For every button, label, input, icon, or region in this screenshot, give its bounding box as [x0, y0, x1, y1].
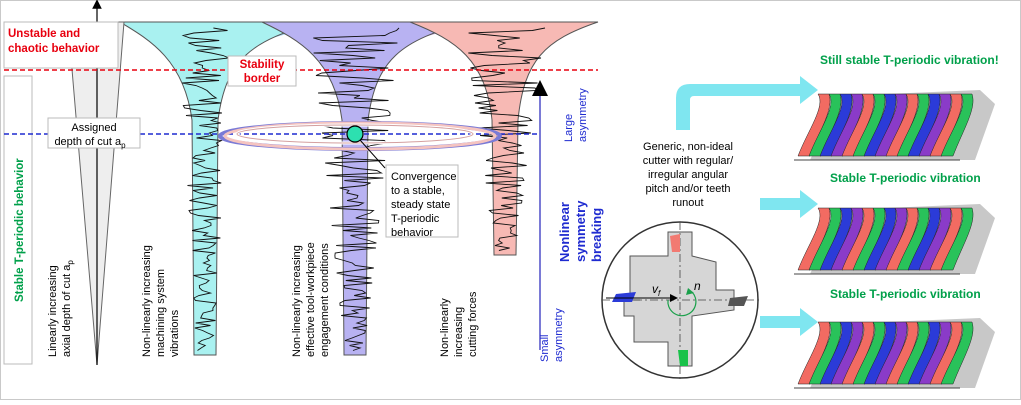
- unstable-label-1: Unstable and: [8, 28, 80, 40]
- title-top: Still stable T-periodic vibration!: [820, 53, 999, 67]
- nonlinear-label-3: breaking: [589, 208, 604, 262]
- stable-label: Stable T-periodic behavior: [14, 158, 26, 302]
- depth-triangle: [67, 21, 125, 366]
- arrow-middle: [760, 190, 818, 218]
- funnel-label-force-2: increasing: [453, 307, 465, 357]
- convergence-label-4: T-periodic: [391, 213, 440, 225]
- arrow-top: [676, 76, 818, 130]
- nonlinear-label-1: Nonlinear: [557, 202, 572, 262]
- assigned-depth-label-2: depth of cut ap: [54, 136, 126, 150]
- vibration-signal: [181, 27, 231, 351]
- funnel-label-depth-2: axial depth of cut ap: [61, 260, 75, 357]
- funnel-label-force-1: Non-linearly: [439, 298, 451, 357]
- funnel-label-eng-1: Non-linearly increasing: [291, 245, 303, 357]
- n-label: n: [694, 279, 701, 293]
- cutter-desc-4: pitch and/or teeth: [645, 183, 730, 195]
- cutter-desc-1: Generic, non-ideal: [643, 141, 733, 153]
- orbit-inner-edge: [236, 124, 474, 144]
- unstable-region: [3, 21, 119, 69]
- convergence-point: [346, 125, 364, 143]
- assigned-depth-box: [47, 117, 141, 149]
- engagement-funnel: [261, 21, 471, 356]
- force-signal: [468, 27, 546, 251]
- stability-border-label-1: Stability: [240, 59, 285, 71]
- funnel-label-force-3: cutting forces: [467, 291, 479, 357]
- funnel-label-eng-3: engagement conditions: [319, 243, 331, 357]
- nonlinear-label-2: symmetry: [573, 200, 588, 262]
- surface-middle: [794, 204, 995, 275]
- unstable-label-2: chaotic behavior: [8, 43, 100, 55]
- funnel-label-vib-3: vibrations: [169, 309, 181, 357]
- convergence-label-3: steady state: [391, 199, 450, 211]
- surface-band: [940, 207, 974, 271]
- large-asym-2: asymmetry: [577, 88, 589, 142]
- vf-label: vf: [652, 282, 661, 298]
- cutter-desc-3: irregular angular: [648, 169, 728, 181]
- stability-border-box: [227, 55, 297, 87]
- convergence-pointer: [359, 139, 386, 169]
- surface-top: [794, 90, 995, 161]
- arrow-bottom: [760, 308, 818, 336]
- funnel-label-vib-2: machining system: [155, 269, 167, 357]
- small-asym-2: asymmetry: [553, 308, 565, 362]
- convergence-label-2: to a stable,: [391, 185, 445, 197]
- stable-region: [3, 75, 33, 365]
- surface-bottom: [794, 318, 995, 389]
- cutter-desc-2: cutter with regular/: [643, 155, 734, 167]
- stability-border-label-2: border: [244, 73, 281, 85]
- convergence-label-1: Convergence: [391, 171, 456, 183]
- surface-band: [940, 321, 974, 385]
- convergence-label-5: behavior: [391, 227, 434, 239]
- funnel-label-eng-2: effective tool-workpiece: [305, 242, 317, 357]
- assigned-depth-label-1: Assigned: [71, 122, 116, 134]
- title-bottom: Stable T-periodic vibration: [830, 287, 981, 301]
- cutter-desc-5: runout: [672, 197, 703, 209]
- funnel-label-depth-1: Linearly increasing: [47, 265, 59, 357]
- convergence-box: [385, 164, 459, 238]
- funnel-label-vib-1: Non-linearly increasing: [141, 245, 153, 357]
- engagement-signal: [313, 27, 400, 351]
- small-asym-1: Small: [539, 334, 551, 362]
- title-middle: Stable T-periodic vibration: [830, 171, 981, 185]
- cutter-cross-section: [601, 221, 760, 380]
- orbit-outer-fill: [223, 121, 497, 151]
- large-asym-1: Large: [563, 114, 575, 142]
- surface-band: [940, 93, 974, 157]
